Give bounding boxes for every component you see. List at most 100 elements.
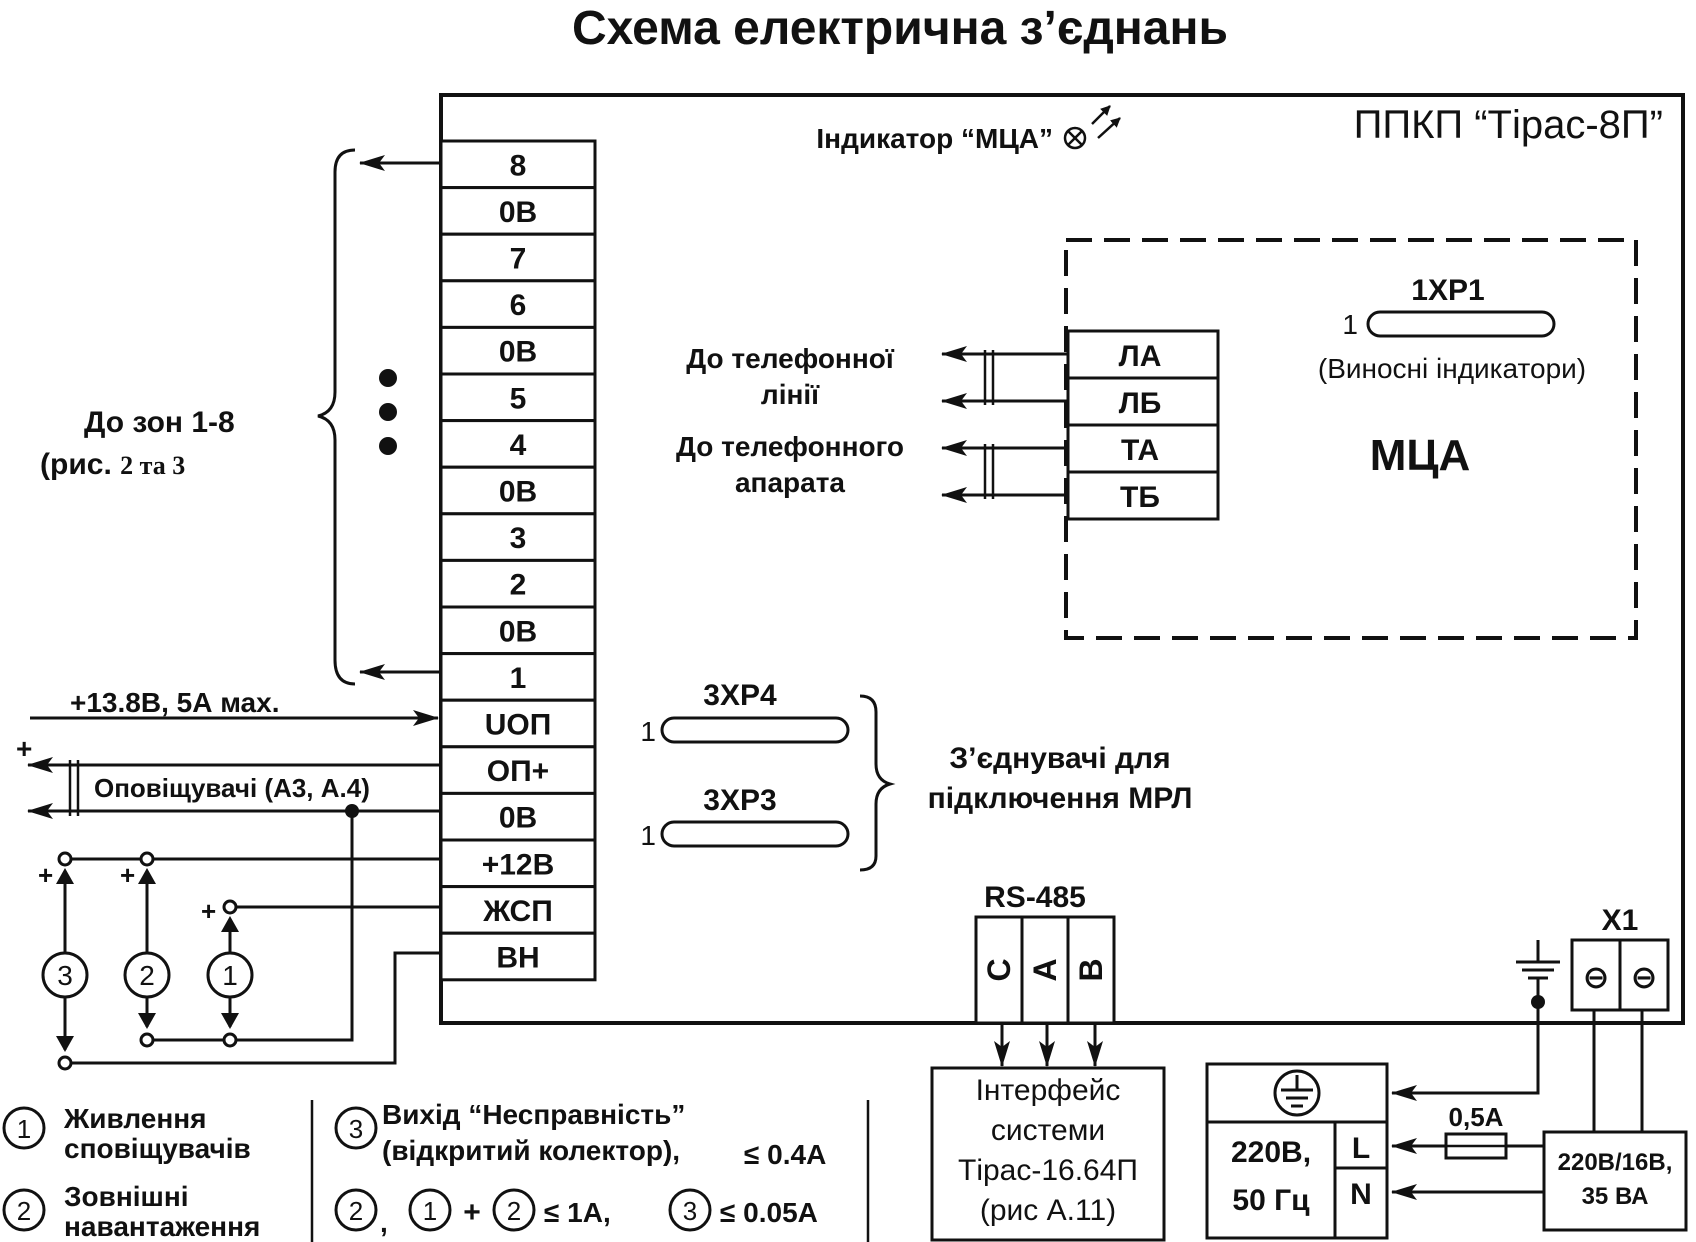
phone-wires bbox=[941, 346, 1068, 503]
terminal-label: 0В bbox=[499, 802, 537, 835]
phone-line-label-2: лінії bbox=[761, 379, 820, 410]
terminal-cell bbox=[439, 931, 597, 982]
phone-set-label-2: апарата bbox=[735, 467, 845, 498]
phone-set-label-1: До телефонного bbox=[676, 431, 904, 462]
mca-connector-desc: (Виносні індикатори) bbox=[1318, 353, 1586, 384]
load-plus: + bbox=[38, 860, 53, 890]
zones-label: До зон 1-8 bbox=[84, 406, 235, 439]
load-number-2: 2 bbox=[139, 960, 155, 991]
terminal-label: 4 bbox=[510, 429, 527, 462]
terminal-label: 0В bbox=[499, 196, 537, 229]
protective-earth-icon bbox=[1273, 1069, 1321, 1117]
rs485-pin-b: В bbox=[1073, 958, 1109, 981]
rs485-terminals bbox=[974, 915, 1116, 1025]
fuse-label: 0,5А bbox=[1449, 1102, 1504, 1132]
mca-connector-1xp1 bbox=[1366, 310, 1556, 338]
x1-terminal-2-icon: ⊖ bbox=[1631, 959, 1658, 995]
terminal-label: 0В bbox=[499, 476, 537, 509]
x1-terminal-1-icon: ⊖ bbox=[1583, 959, 1610, 995]
mca-connector-label: 1ХР1 bbox=[1411, 274, 1484, 307]
mca-terminal-lb: ЛБ bbox=[1119, 387, 1162, 420]
legend-combo-num-3: 3 bbox=[683, 1196, 697, 1226]
load-plus: + bbox=[120, 860, 135, 890]
rs485-pin-c: С bbox=[981, 958, 1017, 981]
load-number-1: 1 bbox=[222, 960, 238, 991]
led-indicator-icon bbox=[1063, 105, 1121, 150]
terminal-label: 6 bbox=[510, 289, 527, 322]
terminal-cell bbox=[439, 186, 597, 236]
legend-item2-line2: навантаження bbox=[64, 1211, 260, 1242]
mains-socket bbox=[1205, 1062, 1389, 1240]
mca-module bbox=[1064, 238, 1638, 640]
terminal-label: ОП+ bbox=[487, 755, 549, 788]
terminal-label: 7 bbox=[510, 243, 527, 276]
legend-combo-num-1: 1 bbox=[423, 1196, 437, 1226]
terminal-label: 0В bbox=[499, 615, 537, 648]
phone-line-label-1: До телефонної bbox=[686, 343, 895, 374]
terminal-label: 3 bbox=[510, 522, 527, 555]
terminal-label: UОП bbox=[485, 709, 552, 742]
mca-label: МЦА bbox=[1370, 431, 1471, 480]
terminal-cell bbox=[439, 558, 597, 609]
load-plus: + bbox=[201, 896, 216, 926]
mca-terminal-la: ЛА bbox=[1119, 340, 1162, 373]
terminal-cell bbox=[439, 838, 597, 889]
mca-terminal-tb: ТБ bbox=[1120, 481, 1160, 514]
terminal-label: 1 bbox=[510, 662, 527, 695]
terminal-cell bbox=[439, 698, 597, 749]
indicator-label: Індикатор “МЦА” bbox=[816, 123, 1053, 154]
mrl-connector-3xp4-label: 3ХР4 bbox=[703, 679, 777, 712]
terminal-label: 8 bbox=[510, 149, 527, 182]
interface-label-1: Інтерфейс bbox=[976, 1074, 1121, 1107]
ground-icon bbox=[1516, 940, 1560, 1009]
legend-item1-line2: сповіщувачів bbox=[64, 1133, 251, 1164]
sirens-wires bbox=[27, 757, 441, 819]
terminal-label: 0В bbox=[499, 336, 537, 369]
mains-wiring bbox=[1391, 1002, 1644, 1200]
zones-ref: (рис. 2 та 3 bbox=[40, 448, 185, 481]
terminal-cell bbox=[439, 745, 597, 795]
x1-terminals bbox=[1570, 938, 1670, 1012]
interface-label-4: (рис А.11) bbox=[980, 1194, 1116, 1227]
legend-combo-sep: , bbox=[380, 1207, 388, 1238]
legend-combo-plus: + bbox=[463, 1196, 481, 1229]
legend-num-3: 3 bbox=[349, 1114, 363, 1144]
mrl-connector-3xp4 bbox=[660, 716, 850, 744]
terminal-label: ЖСП bbox=[482, 895, 553, 928]
legend-num-2: 2 bbox=[17, 1196, 31, 1226]
mains-terminal-n: N bbox=[1350, 1178, 1372, 1211]
rs485-label: RS-485 bbox=[984, 881, 1086, 914]
loads-wiring bbox=[41, 804, 441, 1071]
legend-combo-num-2a: 2 bbox=[349, 1196, 363, 1226]
mca-terminal-ta: ТА bbox=[1121, 434, 1159, 467]
terminal-cell bbox=[439, 791, 597, 842]
legend-item2-line1: Зовнішні bbox=[64, 1181, 189, 1212]
mca-connector-pin: 1 bbox=[1342, 309, 1358, 340]
ellipsis-dot bbox=[379, 369, 397, 387]
legend-item3-line1: Вихід “Несправність” bbox=[382, 1099, 685, 1130]
zones-bracket bbox=[317, 148, 441, 686]
terminal-cell bbox=[439, 512, 597, 562]
mrl-connector-3xp3-pin: 1 bbox=[640, 820, 656, 851]
mrl-connector-3xp3 bbox=[660, 820, 850, 848]
load-number-3: 3 bbox=[57, 960, 73, 991]
mains-terminal-l: L bbox=[1352, 1132, 1370, 1165]
page-title: Схема електрична з’єднань bbox=[572, 2, 1228, 55]
terminal-label: ВН bbox=[496, 942, 539, 975]
legend-num-1: 1 bbox=[17, 1114, 31, 1144]
device-label: ППКП “Тірас-8П” bbox=[1354, 103, 1663, 147]
transformer-label-1: 220В/16В, bbox=[1558, 1149, 1673, 1176]
mrl-label-1: З’єднувачі для bbox=[949, 742, 1170, 775]
terminal-cell bbox=[439, 465, 597, 516]
legend-combo-limit1: ≤ 1А, bbox=[544, 1197, 611, 1228]
mrl-connector-3xp4-pin: 1 bbox=[640, 716, 656, 747]
power-out-label: +13.8В, 5А мах. bbox=[70, 687, 279, 718]
ellipsis-dot bbox=[379, 437, 397, 455]
sirens-label: Оповіщувачі (А3, А.4) bbox=[94, 773, 370, 803]
interface-box bbox=[930, 1066, 1166, 1242]
mains-frequency: 50 Гц bbox=[1232, 1184, 1310, 1217]
terminal-label: 5 bbox=[510, 382, 527, 415]
transformer-label-2: 35 ВА bbox=[1582, 1183, 1649, 1210]
ellipsis-dot bbox=[379, 403, 397, 421]
